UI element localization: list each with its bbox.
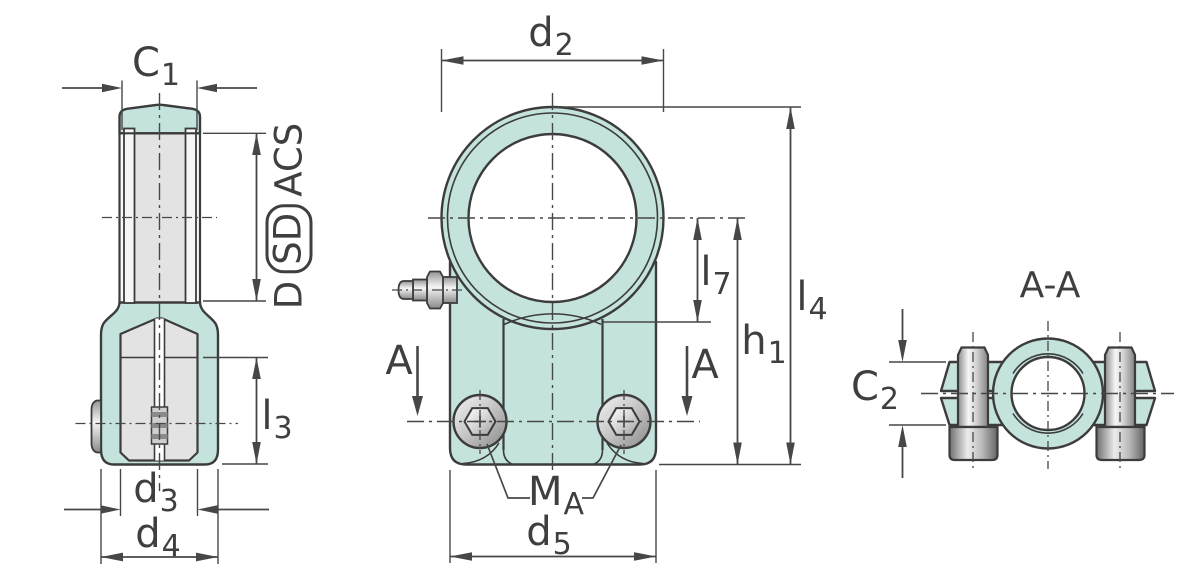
- dim-d4: [100, 469, 219, 564]
- dim-l7: [693, 218, 702, 322]
- thread-strip-left: [123, 127, 136, 304]
- bolt-head: [1095, 425, 1146, 462]
- bolt-relief-arcs: [462, 442, 644, 465]
- section-view: [889, 309, 1174, 478]
- ma-leader-left: [486, 443, 530, 499]
- bore-chamfer-top: [1012, 353, 1084, 374]
- dim-l3: [203, 356, 268, 465]
- label-section-a-left: A: [385, 338, 413, 384]
- front-view: [392, 49, 801, 563]
- label-section-a-right: A: [691, 342, 719, 388]
- dim-d2: [440, 49, 665, 112]
- bolt-head-side-profile: [90, 399, 102, 454]
- label-section-title: A-A: [1019, 265, 1081, 306]
- eye-ring-chamfer: [446, 112, 659, 324]
- thread-strip-right: [184, 127, 197, 304]
- shank-edges: [118, 133, 202, 303]
- bolt-head: [948, 425, 999, 462]
- side-view: [62, 80, 269, 564]
- sd-badge: SD: [265, 203, 313, 274]
- dim-bore-code: [203, 132, 266, 302]
- bore-chamfer-bottom: [1012, 413, 1084, 434]
- dim-h1: [733, 218, 742, 465]
- label-bore-code: D SD ACS: [265, 122, 313, 310]
- dim-d3: [64, 469, 269, 516]
- section-marker-right: [681, 346, 693, 416]
- dim-l4: [786, 107, 795, 465]
- dim-c1: [62, 80, 257, 130]
- clamp-slit: [154, 318, 165, 461]
- slot-bottom-fillets: [502, 449, 604, 466]
- grease-nipple: [392, 270, 463, 310]
- dim-c2: [889, 309, 946, 478]
- dim-d5: [449, 470, 657, 563]
- ma-leader-right: [582, 444, 622, 499]
- section-marker-left: [412, 346, 423, 416]
